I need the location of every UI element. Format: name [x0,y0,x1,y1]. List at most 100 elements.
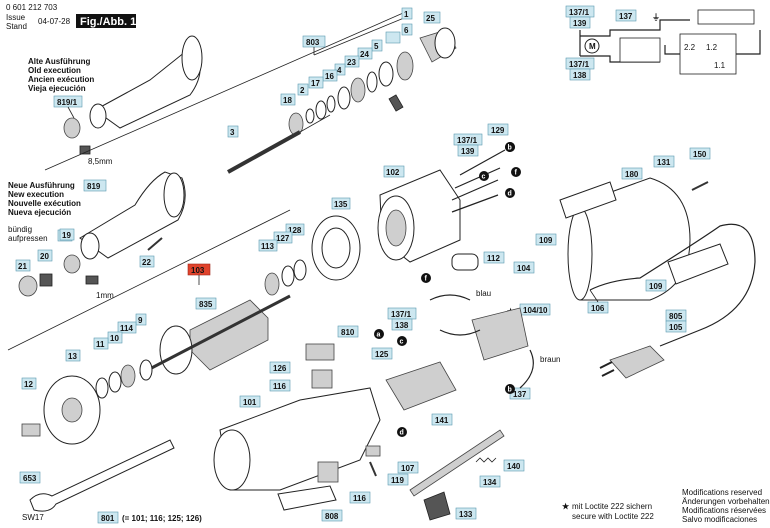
circlip-5 [366,71,378,93]
svg-text:b: b [508,387,512,394]
schem-plug-box [697,9,755,25]
tag-137-1-mid: 137/1 [387,307,417,320]
tag-17: 17 [308,76,324,89]
kit-801: 801 (= 101; 116; 125; 126) [97,511,202,524]
spring-140 [475,457,497,463]
svg-text:c: c [482,174,486,181]
note-line-2: aufpressen [8,234,48,243]
issue-date: 04-07-28 [38,17,71,26]
figure-label-box [76,14,136,28]
tag-138-mid: 138 [391,318,413,331]
svg-text:109: 109 [539,236,553,245]
tag-653: 653 [19,471,41,484]
svg-text:137/1: 137/1 [391,310,412,319]
ring-16 [315,100,327,120]
new-execution-line-fr: Nouvelle exécution [8,199,81,208]
power-cable [589,223,756,347]
tag-4: 4 [334,63,346,76]
tag-141: 141 [431,413,453,426]
ring-11 [95,377,109,399]
schem-tag-139: 139 [569,16,591,29]
svg-text:126: 126 [273,364,287,373]
tag-116-upper: 116 [269,379,291,392]
tag-18: 18 [280,93,296,106]
svg-text:128: 128 [288,226,302,235]
ring-128 [293,259,307,281]
armature-shaft [139,294,291,376]
figure-label: Fig./Abb. 1 [80,16,136,28]
tag-103: 103 [187,263,211,276]
tag-16: 16 [322,69,338,82]
old-execution-line-de: Alte Ausführung [28,57,90,66]
tag-819-1: 819/1 [53,95,83,108]
svg-text:803: 803 [306,38,320,47]
bearing-114 [120,364,136,388]
svg-text:134: 134 [483,478,497,487]
tag-10: 10 [107,331,123,344]
svg-text:150: 150 [693,150,707,159]
tag-135: 135 [331,197,351,210]
schem-tag-137: 137 [615,9,637,22]
svg-text:131: 131 [657,158,671,167]
svg-text:139: 139 [573,19,587,28]
svg-text:141: 141 [435,416,449,425]
svg-text:137/1: 137/1 [457,136,478,145]
loctite-de: mit Loctite 222 sichern [572,502,652,511]
brush-116-upper [311,369,333,389]
mods-fr: Modifications réservées [682,506,766,515]
spindle-3 [227,130,301,174]
svg-text:125: 125 [375,350,389,359]
tag-6: 6 [401,23,413,36]
svg-text:819/1: 819/1 [57,98,78,107]
svg-text:17: 17 [311,79,320,88]
schem-switch-box [679,33,737,75]
tag-9: 9 [135,313,147,326]
label-180 [559,181,617,219]
circle-ref-f-lower: f [421,273,431,283]
tag-114: 114 [117,321,137,334]
old-dimension: 8,5mm [88,157,113,166]
tag-19-main: 19 [59,228,75,241]
svg-text:112: 112 [487,254,500,263]
tag-116-lower: 116 [349,491,371,504]
armature-103 [189,299,269,371]
tag-23: 23 [344,55,360,68]
mods-en: Modifications reserved [682,488,762,497]
doc-number: 0 601 212 703 [6,3,58,12]
new-execution-line-en: New execution [8,190,64,199]
svg-text:137: 137 [619,12,633,21]
old-execution-line-es: Vieja ejecución [28,84,86,93]
bearing-24 [350,77,366,103]
loctite-en: secure with Loctite 222 [572,512,654,521]
tag-139-upper: 139 [457,144,479,157]
bearing-15 [378,61,394,87]
commutator-fan [159,325,193,375]
svg-text:139: 139 [461,147,475,156]
washer-23 [337,86,351,110]
svg-text:13: 13 [68,352,77,361]
svg-text:107: 107 [401,464,415,473]
svg-text:113: 113 [261,242,274,251]
svg-text:138: 138 [395,321,409,330]
wiring-schematic: 137/1 139 137 137/1 138 M ⏚ 2.2 1.2 1.1 [565,5,761,81]
nameplate-808 [277,485,337,511]
svg-text:1: 1 [404,10,409,19]
new-execution-line-de: Neue Ausführung [8,181,75,190]
old-collet-nut [63,117,81,139]
svg-text:18: 18 [283,96,292,105]
ring-17 [305,108,315,124]
svg-text:19: 19 [62,231,71,240]
switch-rod-134 [409,429,505,497]
circle-ref-c-lower: c [397,336,407,346]
tag-12: 12 [21,377,37,390]
tag-819: 819 [83,179,107,192]
tag-125: 125 [371,347,393,360]
svg-text:106: 106 [591,304,605,313]
tag-24: 24 [357,47,373,60]
svg-text:9: 9 [138,316,143,325]
stand-label: Stand [6,22,27,31]
tag-112: 112 [483,251,505,264]
svg-text:c: c [400,339,404,346]
svg-text:137/1: 137/1 [569,8,590,17]
